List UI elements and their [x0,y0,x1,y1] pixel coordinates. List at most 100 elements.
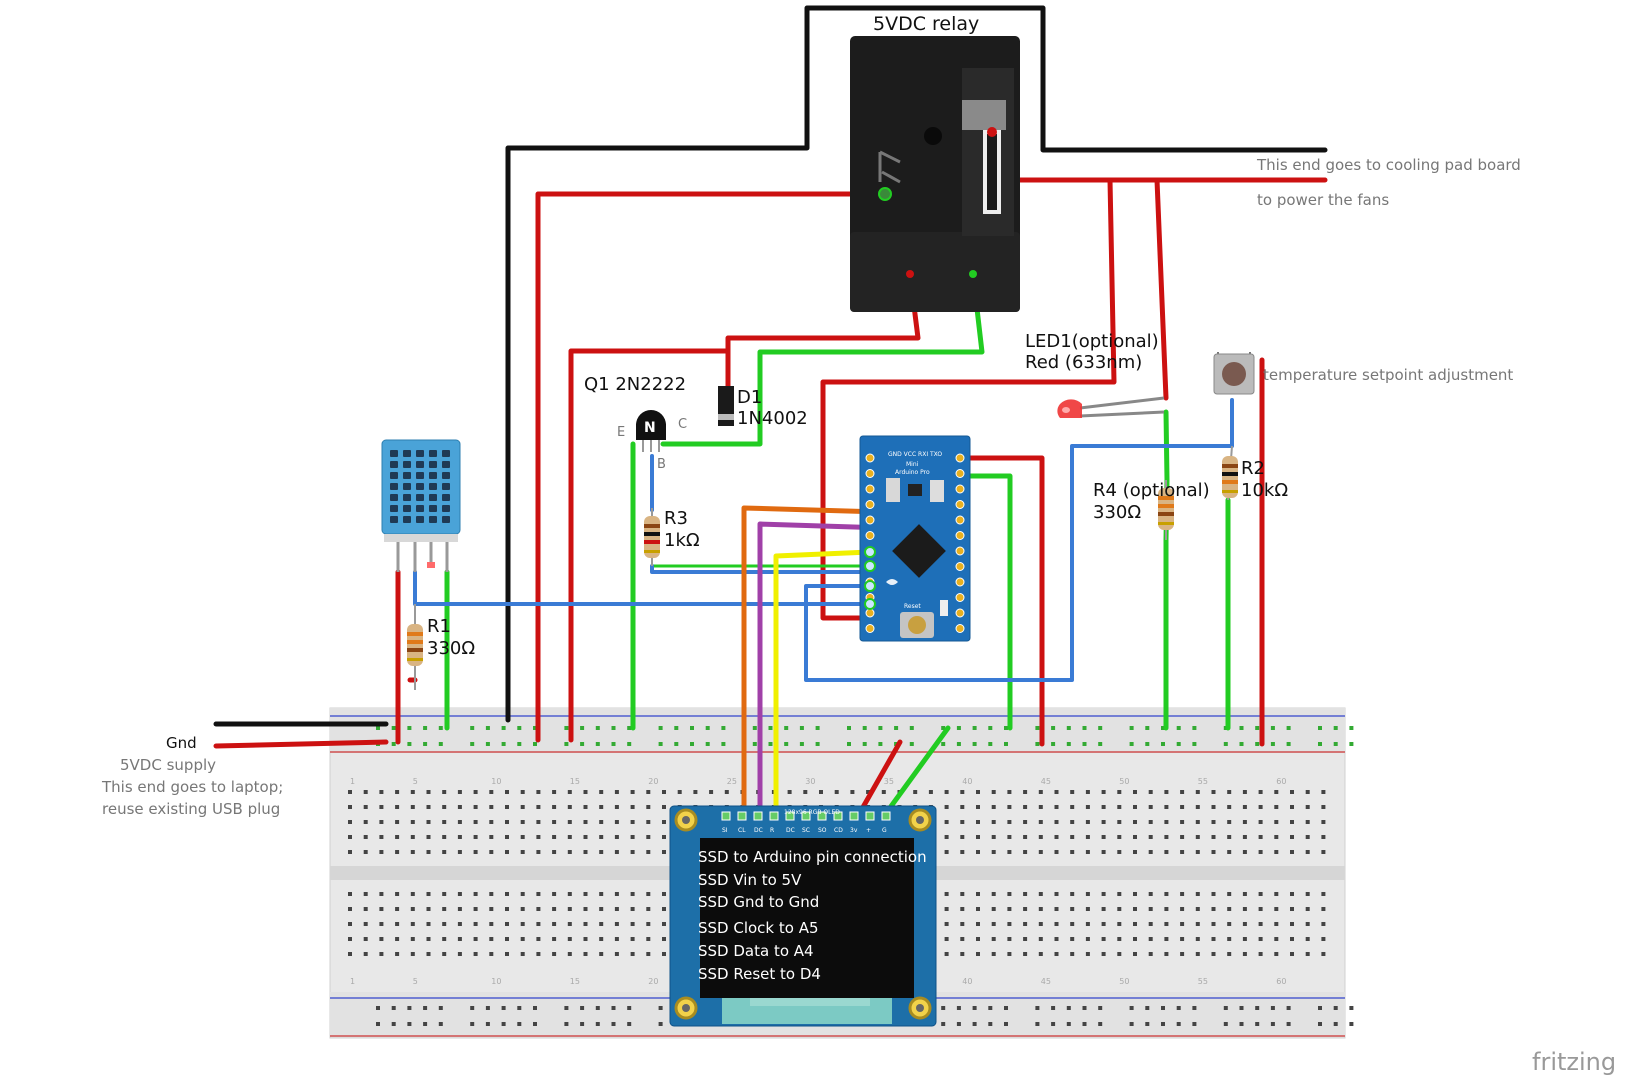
oled-header: 128x96 RGB OLED [784,809,840,816]
column-number-bottom: 5 [413,977,418,986]
diode-d1: D1 1N4002 [718,386,808,429]
wire-green-arduino-gnd [959,473,1013,731]
wire-blue-dht [413,570,872,606]
oled-line: SSD Data to A4 [698,942,814,960]
resistor-r1: R1 330Ω [407,604,475,690]
wire-green-r4 [1163,409,1170,731]
column-number-bottom: 1 [350,977,355,986]
relay: 5VDC relay [850,13,1020,312]
oled-line: SSD Clock to A5 [698,919,819,937]
setpoint-note: temperature setpoint adjustment [1263,366,1513,384]
r1-value: 330Ω [427,638,475,659]
led1-label: LED1(optional) [1025,331,1159,352]
oled-pin-label: SO [818,827,827,834]
column-number-top: 15 [570,777,580,786]
column-number-top: 1 [350,777,355,786]
wire-red-led-branch [1154,177,1169,401]
cooling-note-2: to power the fans [1257,191,1389,209]
dht-sensor [381,439,461,572]
arduino-header-pins: GND VCC RXI TXO [888,451,942,458]
wire-red-arduino-vcc [957,455,1045,747]
gnd-note: Gnd [166,734,197,752]
column-number-top: 35 [884,777,894,786]
r1-label: R1 [427,616,451,637]
column-number-bottom: 55 [1198,977,1208,986]
wire-red-supply [213,739,389,749]
setpoint-push-button: temperature setpoint adjustment [1213,352,1513,395]
column-number-bottom: 45 [1041,977,1051,986]
q1-base-label: B [657,457,666,472]
column-number-bottom: 60 [1276,977,1286,986]
laptop-note-1: This end goes to laptop; [101,778,283,796]
oled-pin-label: DC [786,827,795,834]
resistor-r3: R3 1kΩ [644,508,700,566]
wire-red-led [820,177,1117,621]
oled-line: SSD Gnd to Gnd [698,893,819,911]
oled-line: SSD to Arduino pin connection [698,848,927,866]
wire-red-relay-bottom [568,271,921,743]
oled-pin-label: CD [834,827,843,834]
wire-yellow [773,549,873,827]
q1-label: Q1 2N2222 [584,374,686,395]
r2-label: R2 [1241,458,1265,479]
laptop-note-2: reuse existing USB plug [102,800,280,818]
wire-red-oled [855,739,903,819]
r2-value: 10kΩ [1241,480,1288,501]
r4-label: R4 (optional) [1093,480,1210,501]
transistor-q1: N Q1 2N2222 E B C [584,374,687,472]
column-number-top: 40 [962,777,972,786]
relay-label: 5VDC relay [873,13,979,35]
column-number-top: 45 [1041,777,1051,786]
oled-pin-label: 3v [850,827,858,834]
column-number-top: 60 [1276,777,1286,786]
led1: LED1(optional) Red (633nm) [1025,331,1165,418]
arduino-title-1: Mini [906,461,919,468]
led1-value: Red (633nm) [1025,352,1142,373]
wire-blue-r3 [650,564,872,574]
arduino-reset-label: Reset [904,603,921,610]
d1-label: D1 [737,387,762,408]
column-number-top: 55 [1198,777,1208,786]
oled-line: SSD Vin to 5V [698,871,802,889]
d1-value: 1N4002 [737,408,808,429]
wire-green-relay [660,271,985,447]
oled-pin-label: DC [754,827,763,834]
arduino-pro-mini: GND VCC RXI TXO Mini Arduino Pro Reset [859,435,971,642]
column-number-top: 5 [413,777,418,786]
resistor-r4: R4 (optional) 330Ω [1093,480,1210,540]
fritzing-brand: fritzing [1532,1048,1616,1076]
column-number-bottom: 10 [491,977,501,986]
column-number-bottom: 15 [570,977,580,986]
arduino-title-2: Arduino Pro [895,469,930,476]
cooling-note-1: This end goes to cooling pad board [1256,156,1521,174]
oled-pin-label: G [882,827,887,834]
r3-label: R3 [664,508,688,529]
supply-note: 5VDC supply [120,756,216,774]
wire-red-relay-coil [535,191,888,743]
wire-green-oled [881,725,951,819]
column-number-top: 50 [1119,777,1129,786]
oled-pin-label: R [770,827,774,834]
q1-emitter-label: E [617,425,625,440]
column-number-top: 20 [648,777,658,786]
column-number-bottom: 50 [1119,977,1129,986]
column-number-bottom: 40 [962,977,972,986]
r3-value: 1kΩ [664,530,700,551]
breadboard-holes [348,790,1326,956]
oled-line: SSD Reset to D4 [698,965,821,983]
column-number-top: 10 [491,777,501,786]
oled-display: SI CL DC R DC SC SO CD 3v + G 128x96 RGB OLED SSD … [669,805,937,1027]
oled-pin-label: CL [738,827,746,834]
wire-black-relay-left [505,5,1328,723]
oled-pin-label: SC [802,827,810,834]
r4-value: 330Ω [1093,502,1141,523]
q1-collector-label: C [678,417,687,432]
annotations: This end goes to cooling pad board to po… [101,156,1616,1076]
svg-text:N: N [644,420,656,436]
oled-pin-label: SI [722,827,728,834]
column-number-top: 25 [727,777,737,786]
oled-pin-label: + [866,827,871,834]
resistor-r2: R2 10kΩ [1222,445,1288,501]
